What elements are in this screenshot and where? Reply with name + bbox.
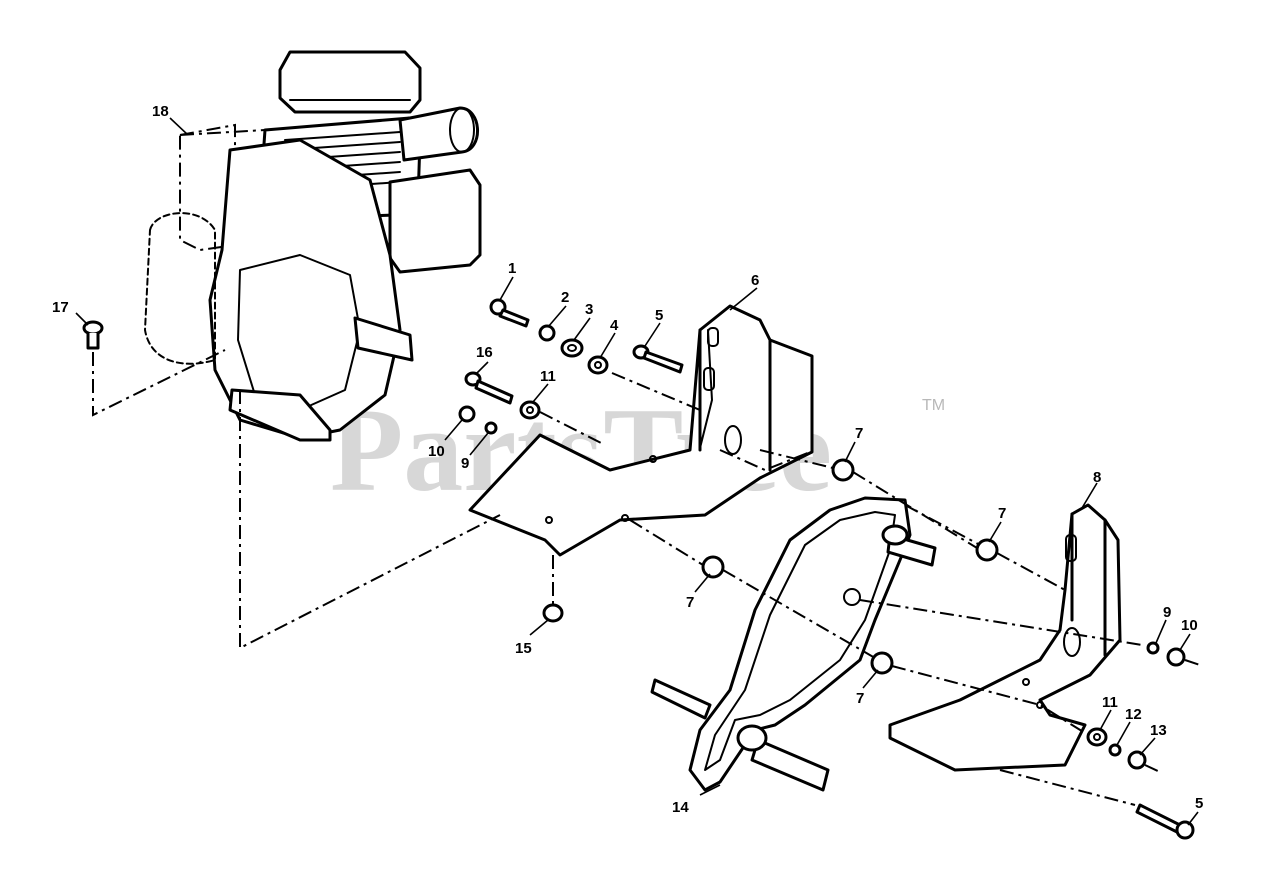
callout-1: 1 bbox=[508, 260, 516, 277]
washer-4[interactable] bbox=[587, 355, 609, 375]
callout-14: 14 bbox=[672, 799, 689, 816]
callout-7-a: 7 bbox=[855, 425, 863, 442]
bolt-1[interactable] bbox=[489, 298, 530, 328]
callout-2: 2 bbox=[561, 289, 569, 306]
callout-7-d: 7 bbox=[856, 690, 864, 707]
bracket-8[interactable] bbox=[888, 503, 1122, 772]
callout-10-upper: 10 bbox=[428, 443, 445, 460]
lock-washer-9-upper[interactable] bbox=[484, 421, 498, 435]
callout-13: 13 bbox=[1150, 722, 1167, 739]
callout-7-c: 7 bbox=[686, 594, 694, 611]
callout-leaders bbox=[75, 117, 1199, 826]
spacer-7-c[interactable] bbox=[701, 555, 725, 579]
callout-15: 15 bbox=[515, 640, 532, 657]
callout-9-upper: 9 bbox=[461, 455, 469, 472]
callout-10-right: 10 bbox=[1181, 617, 1198, 634]
bolt-17[interactable] bbox=[82, 320, 104, 350]
spacer-7-b[interactable] bbox=[975, 538, 999, 562]
callout-6: 6 bbox=[751, 272, 759, 289]
callout-3: 3 bbox=[585, 301, 593, 318]
nut-13[interactable] bbox=[1127, 750, 1147, 770]
transmission-housing-14[interactable] bbox=[650, 496, 937, 792]
callout-18: 18 bbox=[152, 103, 169, 120]
lock-washer-12[interactable] bbox=[1108, 743, 1122, 757]
bracket-6[interactable] bbox=[468, 304, 814, 557]
spacer-7-d[interactable] bbox=[870, 651, 894, 675]
callout-9-right: 9 bbox=[1163, 604, 1171, 621]
callout-5-upper: 5 bbox=[655, 307, 663, 324]
lock-washer-9-right[interactable] bbox=[1146, 641, 1160, 655]
callout-4: 4 bbox=[610, 317, 619, 334]
watermark-trademark: TM bbox=[922, 397, 945, 414]
spacer-7-a[interactable] bbox=[831, 458, 855, 482]
nut-15[interactable] bbox=[542, 603, 564, 623]
engine-assembly[interactable] bbox=[144, 50, 482, 442]
nut-2[interactable] bbox=[538, 324, 556, 342]
bolt-5-upper[interactable] bbox=[632, 344, 684, 374]
bolt-16[interactable] bbox=[464, 371, 514, 405]
callout-11-right: 11 bbox=[1102, 694, 1118, 711]
callout-17: 17 bbox=[52, 299, 69, 316]
washer-11-right[interactable] bbox=[1086, 727, 1108, 747]
assembly-center-lines bbox=[92, 349, 1201, 806]
callout-12: 12 bbox=[1125, 706, 1142, 723]
callout-5-lower: 5 bbox=[1195, 795, 1203, 812]
callout-labels: 1 2 3 4 5 6 16 11 10 9 7 7 8 7 9 10 15 7… bbox=[52, 103, 1203, 816]
callout-8: 8 bbox=[1093, 469, 1101, 486]
washer-3[interactable] bbox=[560, 338, 584, 358]
callout-7-b: 7 bbox=[998, 505, 1006, 522]
bolt-5-lower[interactable] bbox=[1135, 803, 1195, 840]
nut-10-upper[interactable] bbox=[458, 405, 476, 423]
callout-11-upper: 11 bbox=[540, 368, 556, 385]
washer-11-upper[interactable] bbox=[519, 400, 541, 420]
nut-10-right[interactable] bbox=[1166, 647, 1186, 667]
callout-16: 16 bbox=[476, 344, 493, 361]
